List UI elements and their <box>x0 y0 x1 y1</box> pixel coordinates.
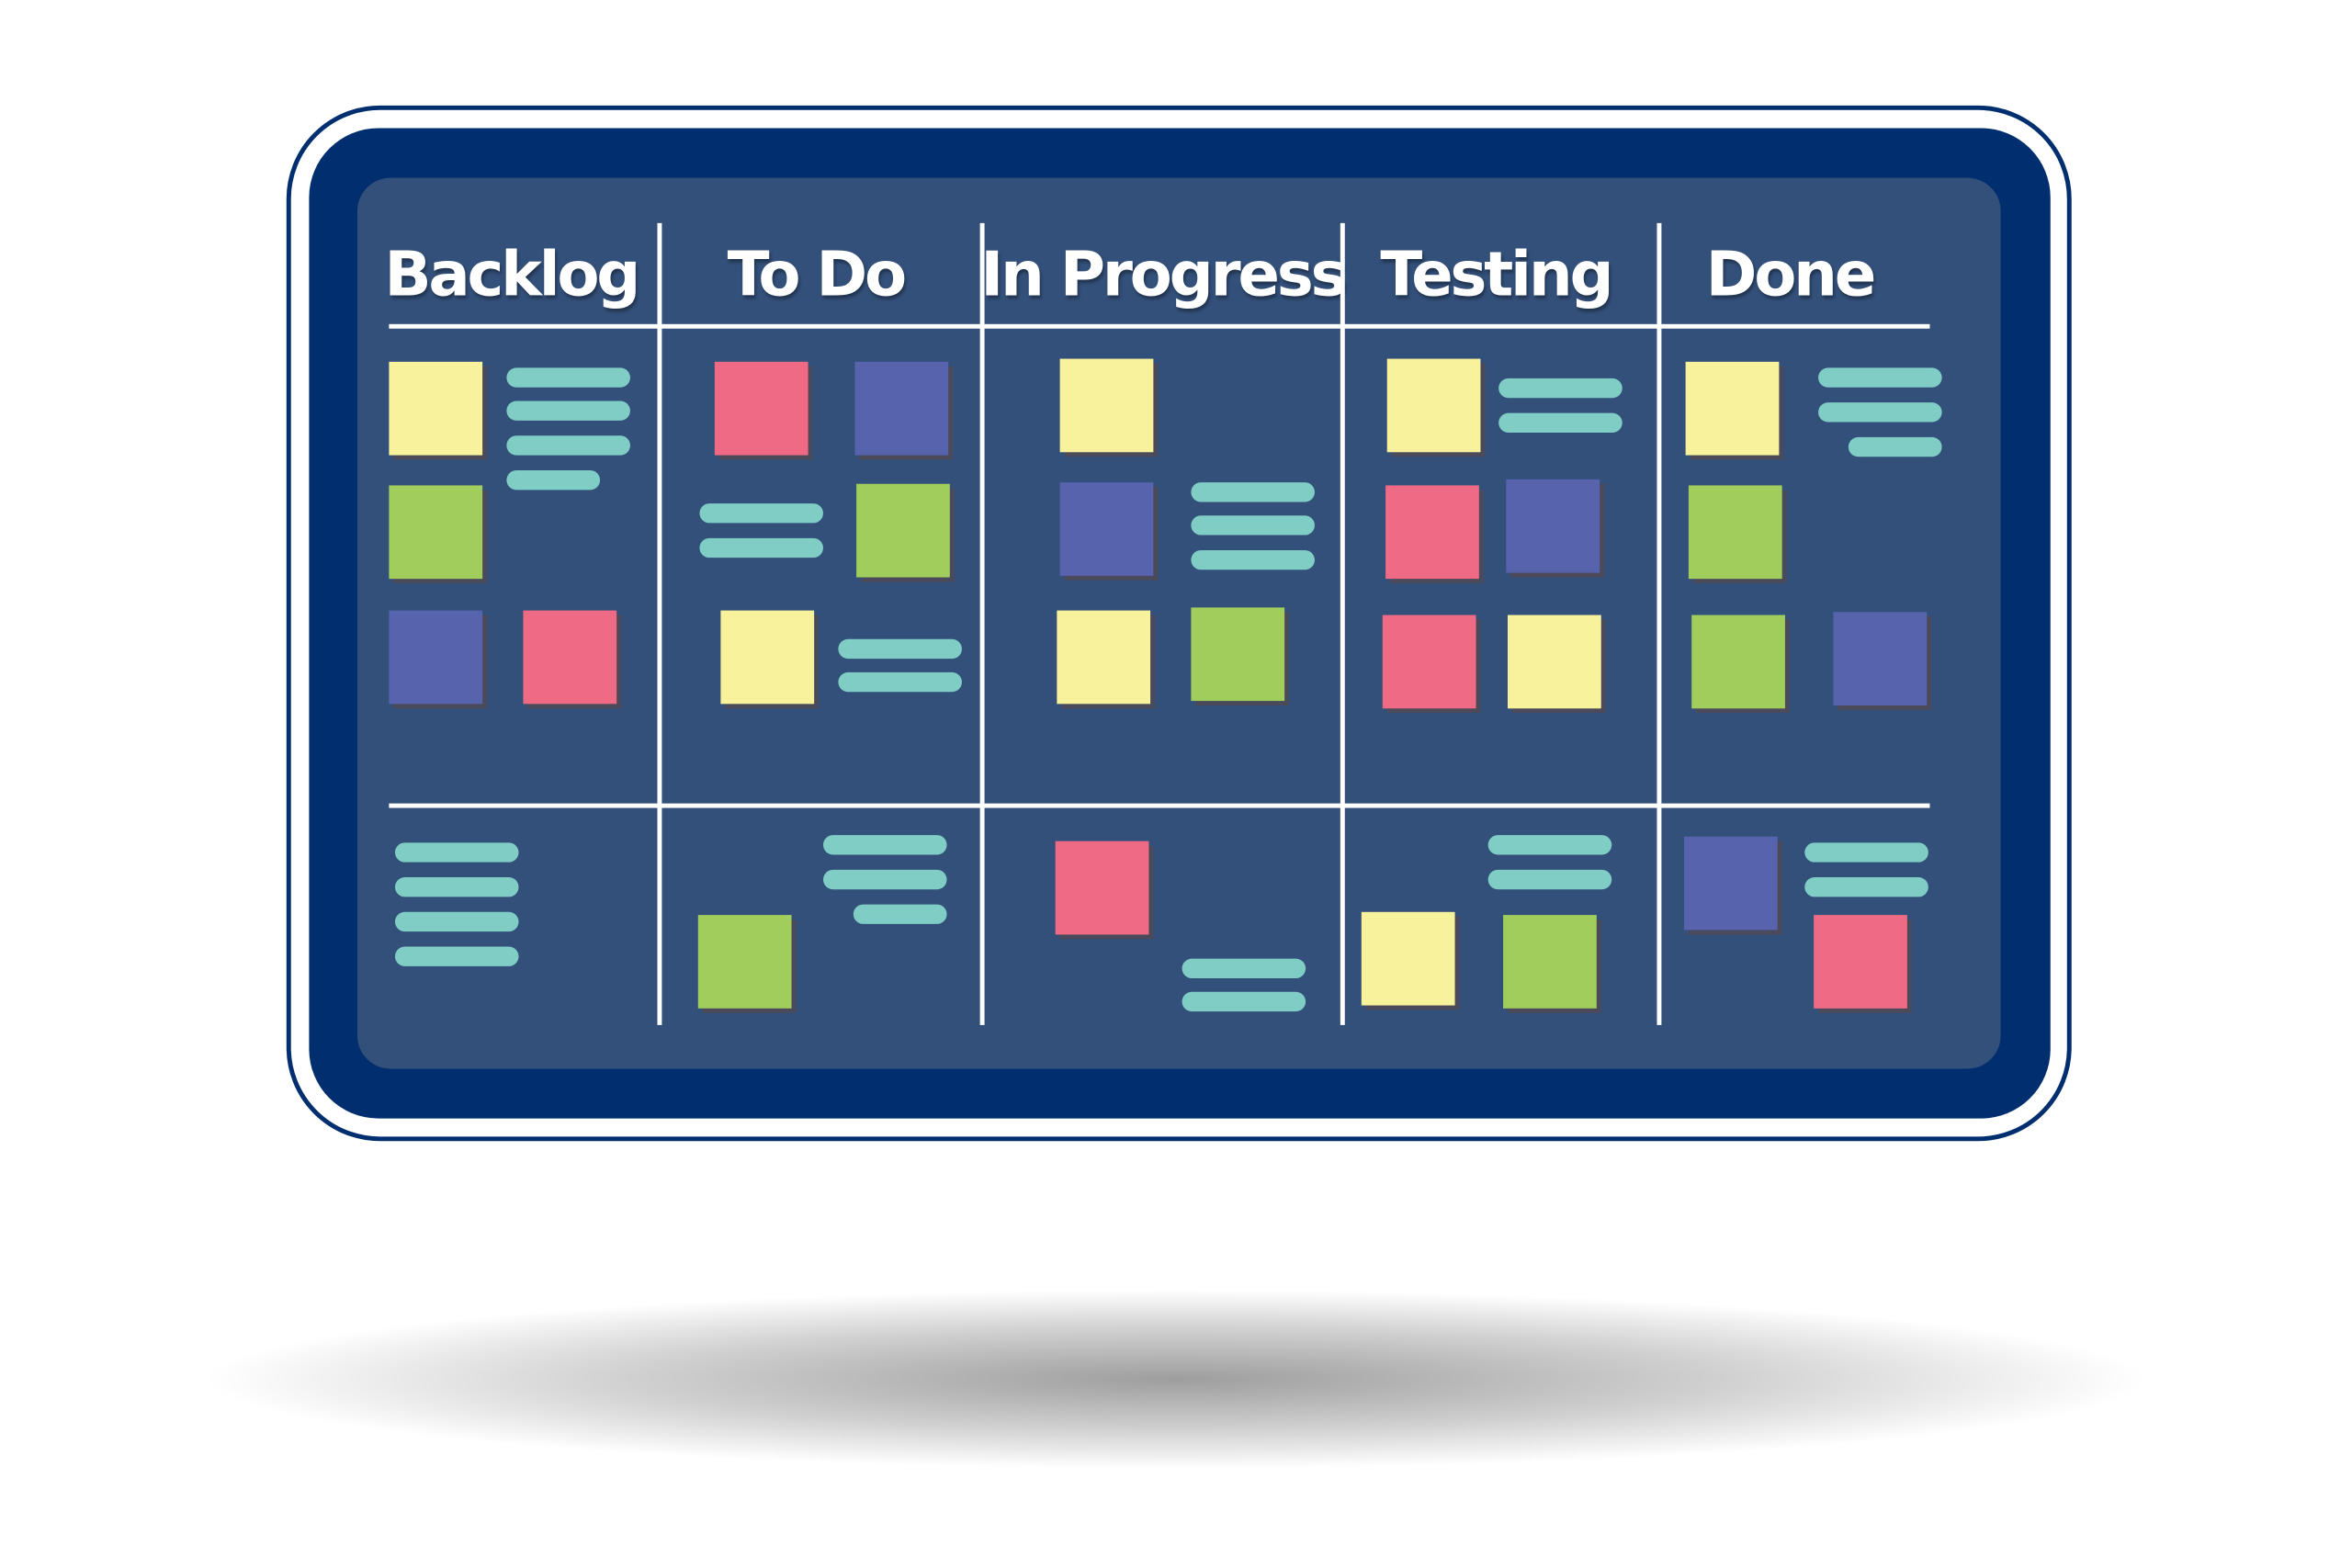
task-line <box>1848 436 1942 457</box>
task-line <box>1804 877 1928 897</box>
task-line <box>1182 991 1306 1012</box>
task-line <box>1498 378 1623 399</box>
sticky-note-green <box>1191 607 1285 702</box>
task-line <box>506 400 630 421</box>
column-header-done: Done <box>1705 238 1877 311</box>
sticky-note-yellow <box>1386 358 1481 453</box>
sticky-note-yellow <box>1685 361 1780 456</box>
drop-shadow <box>196 1289 2156 1470</box>
task-line <box>394 911 519 932</box>
task-line <box>822 835 947 855</box>
task-line <box>394 877 519 897</box>
task-line <box>853 904 947 924</box>
sticky-note-green <box>389 485 483 580</box>
sticky-note-yellow <box>1508 615 1601 709</box>
task-line <box>838 671 962 693</box>
sticky-note-green <box>1688 485 1782 580</box>
column-header-todo: To Do <box>727 238 908 311</box>
sticky-note-pink <box>714 361 808 456</box>
task-line <box>1818 402 1942 423</box>
task-line <box>394 946 519 966</box>
sticky-note-blue <box>1683 836 1778 931</box>
task-line <box>1182 958 1306 979</box>
task-line <box>699 503 823 524</box>
task-line <box>1487 835 1612 855</box>
task-line <box>394 842 519 863</box>
sticky-note-blue <box>389 610 483 705</box>
task-line <box>1818 367 1942 388</box>
sticky-note-blue <box>1506 479 1600 573</box>
task-line <box>838 638 962 660</box>
task-line <box>699 537 823 558</box>
column-header-backlog: Backlog <box>384 238 640 311</box>
task-line <box>1804 842 1928 863</box>
task-line <box>822 869 947 890</box>
column-divider <box>1657 222 1662 1025</box>
sticky-note-yellow <box>389 361 483 456</box>
sticky-note-blue <box>1059 482 1154 576</box>
column-divider <box>1340 222 1345 1025</box>
sticky-note-pink <box>1385 485 1479 580</box>
task-line <box>506 469 601 491</box>
column-divider <box>657 222 662 1025</box>
sticky-note-green <box>856 483 950 578</box>
sticky-note-yellow <box>1361 911 1455 1006</box>
sticky-note-pink <box>1055 840 1149 935</box>
header-divider <box>389 323 1930 329</box>
sticky-note-green <box>1503 915 1597 1009</box>
sticky-note-yellow <box>1059 358 1154 453</box>
sticky-note-yellow <box>1057 610 1151 705</box>
task-line <box>506 367 630 388</box>
column-divider <box>979 222 985 1025</box>
sticky-note-blue <box>1833 612 1928 705</box>
sticky-note-blue <box>854 361 949 456</box>
column-header-testing: Testing <box>1380 238 1613 311</box>
task-line <box>1191 515 1315 536</box>
sticky-note-pink <box>1814 915 1907 1009</box>
sticky-note-yellow <box>720 610 815 705</box>
sticky-note-pink <box>1382 615 1476 709</box>
swimlane-divider <box>389 803 1930 808</box>
task-line <box>1487 869 1612 890</box>
column-header-in-progress: In Progress <box>980 238 1347 311</box>
sticky-note-pink <box>523 610 617 705</box>
task-line <box>1191 549 1315 570</box>
sticky-note-green <box>1691 615 1785 709</box>
sticky-note-green <box>697 915 792 1009</box>
task-line <box>1498 412 1623 433</box>
task-line <box>1191 482 1315 502</box>
task-line <box>506 435 630 456</box>
